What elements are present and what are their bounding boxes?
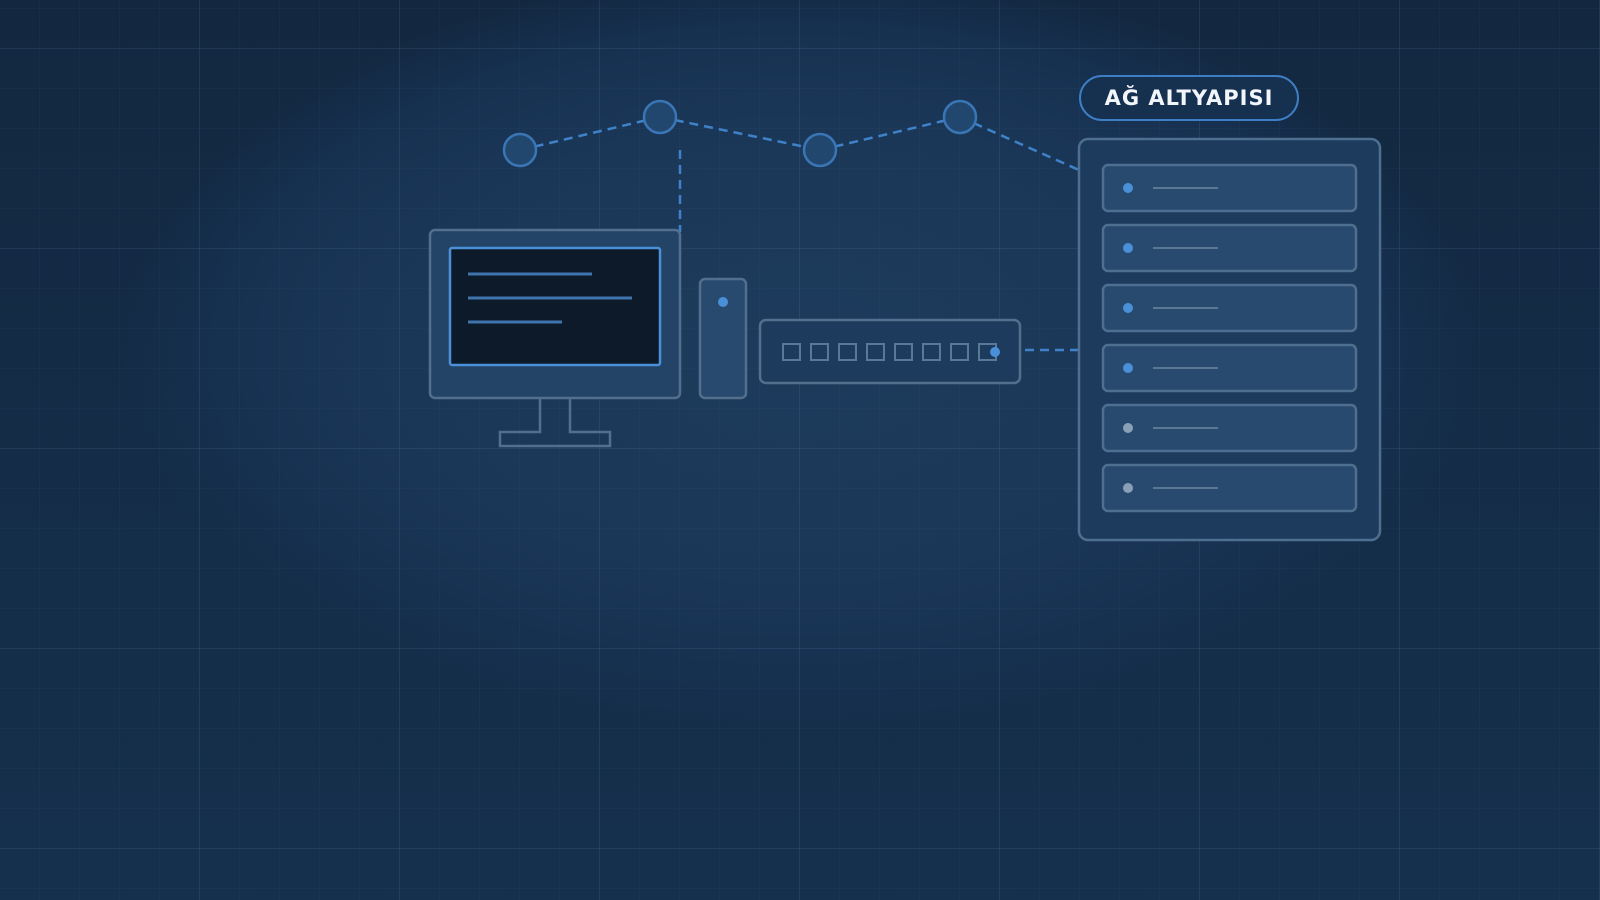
rack-unit [1101, 283, 1358, 333]
status-led [1123, 363, 1133, 373]
network-nodes [502, 99, 978, 168]
rack-unit [1101, 223, 1358, 273]
switch-body [758, 318, 1022, 385]
monitor-stand [498, 398, 612, 448]
rack-unit [1101, 403, 1358, 453]
monitor-screen [448, 246, 662, 367]
link-node2-node3 [659, 115, 821, 152]
link-node4-rack [959, 115, 1080, 172]
status-led [1123, 303, 1133, 313]
status-led [1123, 183, 1133, 193]
switch-port [894, 343, 913, 361]
rack-unit [1101, 343, 1358, 393]
switch-port [866, 343, 885, 361]
rack-unit [1101, 463, 1358, 513]
switch-port [922, 343, 941, 361]
rack-unit [1101, 163, 1358, 213]
network-switch-icon [758, 318, 1022, 385]
link-node1-node2 [519, 115, 661, 152]
network-node-icon [802, 132, 838, 168]
network-node-icon [642, 99, 678, 135]
computer-tower-icon [698, 277, 748, 400]
switch-port [810, 343, 829, 361]
status-led [1123, 423, 1133, 433]
page-title-badge: AĞ ALTYAPISI [1079, 75, 1299, 121]
page-title: AĞ ALTYAPISI [1104, 86, 1274, 110]
switch-port [950, 343, 969, 361]
switch-ports [782, 343, 997, 361]
server-rack-icon [1077, 137, 1382, 542]
switch-link-dot [990, 347, 1000, 357]
tower-body [698, 277, 748, 400]
status-led [1123, 483, 1133, 493]
switch-port [838, 343, 857, 361]
link-node3-node4 [819, 115, 961, 152]
tower-power-led [718, 297, 728, 307]
switch-port [782, 343, 801, 361]
network-node-icon [942, 99, 978, 135]
status-led [1123, 243, 1133, 253]
monitor-icon [428, 228, 682, 448]
network-node-icon [502, 132, 538, 168]
